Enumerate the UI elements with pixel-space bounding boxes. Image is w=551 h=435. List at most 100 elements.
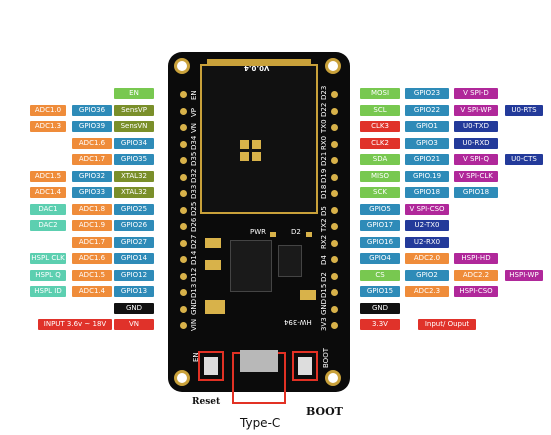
usb-c-connector xyxy=(240,350,278,372)
pin-name: D12 xyxy=(190,267,198,282)
pin-name: D22 xyxy=(320,102,328,117)
pin-label: ADC1.0 xyxy=(30,104,66,116)
voltage-regulator xyxy=(278,245,302,277)
header-pad xyxy=(331,107,338,115)
module-logo xyxy=(252,152,261,161)
pin-label: GPIO14 xyxy=(114,253,154,264)
pin-name: D5 xyxy=(320,205,328,216)
pin-label: GPIO13 xyxy=(114,286,154,297)
pwr-led xyxy=(270,232,276,237)
d2-led xyxy=(306,232,312,237)
pin-label: ADC1.9 xyxy=(72,220,112,231)
pin-label: GPIO36 xyxy=(72,104,112,116)
pin-label: ADC1.5 xyxy=(30,170,66,182)
pin-label: ADC1.4 xyxy=(72,286,112,297)
pin-label: U0-RXD xyxy=(454,137,498,149)
header-pad xyxy=(180,107,187,115)
pin-label: GPIO21 xyxy=(405,154,449,165)
pin-label: ADC2.3 xyxy=(405,286,449,297)
pin-label: U2-TX0 xyxy=(405,220,449,231)
pin-label: U0-TXD xyxy=(454,121,498,132)
header-pad xyxy=(180,305,187,313)
pin-label: GPIO12 xyxy=(114,269,154,281)
header-pad xyxy=(180,190,187,197)
pin-name: D23 xyxy=(320,85,328,100)
pin-name: VP xyxy=(190,107,198,117)
typec-caption: Type-C xyxy=(240,416,281,430)
pwr-led-label: PWR xyxy=(250,228,267,236)
pin-label: GND xyxy=(114,302,154,314)
smd-component xyxy=(205,238,221,248)
module-logo xyxy=(240,152,249,161)
pin-name: GND xyxy=(190,298,198,315)
pin-label: GPIO23 xyxy=(405,88,449,99)
board-model: HW-394 xyxy=(284,318,312,326)
pin-label: U2-RX0 xyxy=(405,236,449,248)
pin-label: XTAL32 xyxy=(114,170,154,182)
pin-label: ADC2.2 xyxy=(454,269,498,281)
pin-label: ADC2.0 xyxy=(405,253,449,264)
header-pad xyxy=(180,206,187,214)
pin-label: GPIO33 xyxy=(72,187,112,198)
pin-label: EN xyxy=(114,88,154,99)
header-pad xyxy=(180,256,187,263)
pin-label: GPIO15 xyxy=(360,286,400,297)
pin-label: ADC1.7 xyxy=(72,154,112,165)
pin-label: GPIO18 xyxy=(405,187,449,198)
pin-label: CS xyxy=(360,269,400,281)
header-pad xyxy=(331,91,338,98)
pin-name: D15 xyxy=(320,283,328,298)
header-pad xyxy=(180,157,187,164)
pin-name: D32 xyxy=(190,168,198,183)
header-pad xyxy=(331,305,338,313)
pin-label: HSPI-HD xyxy=(454,253,498,264)
pin-label: GPIO27 xyxy=(114,236,154,248)
pin-name: D4 xyxy=(320,255,328,265)
pin-label: GPIO17 xyxy=(360,220,400,231)
smd-component xyxy=(205,260,221,270)
pin-label: XTAL32 xyxy=(114,187,154,198)
pin-name: RX2 xyxy=(320,234,328,249)
en-button-highlight xyxy=(198,351,224,381)
pin-name: D21 xyxy=(320,151,328,166)
pin-label: GPIO4 xyxy=(360,253,400,264)
pin-label: GPIO2 xyxy=(405,269,449,281)
pin-label: GPIO26 xyxy=(114,220,154,231)
pin-label: GPIO39 xyxy=(72,121,112,132)
pin-name: TX0 xyxy=(320,119,328,133)
pin-label: GPIO18 xyxy=(454,187,498,198)
pin-label: GND xyxy=(360,302,400,314)
pin-label: INPUT 3.6v ~ 18V xyxy=(38,319,112,330)
pin-label: HSPL Q xyxy=(30,269,66,281)
pin-name: D26 xyxy=(190,217,198,232)
header-pad xyxy=(180,124,187,131)
pin-label: ADC1.6 xyxy=(72,137,112,149)
mount-hole-br xyxy=(325,370,341,386)
pin-label: ADC1.4 xyxy=(30,187,66,198)
pin-name: D25 xyxy=(190,201,198,216)
module-logo xyxy=(240,140,249,149)
pin-name: D18 xyxy=(320,184,328,199)
pin-label: Input/ Ouput xyxy=(418,319,476,330)
pin-label: ADC1.8 xyxy=(72,203,112,215)
pin-label: V SPI-Q xyxy=(454,154,498,165)
pin-label: SDA xyxy=(360,154,400,165)
module-logo xyxy=(252,140,261,149)
en-button-label: EN xyxy=(192,352,200,362)
header-pad xyxy=(180,173,187,181)
reset-caption: Reset xyxy=(192,397,221,407)
pin-label: HSPL ID xyxy=(30,286,66,297)
pin-label: VN xyxy=(114,319,154,330)
pin-label: HSPI-CSO xyxy=(454,286,498,297)
header-pad xyxy=(331,124,338,131)
pin-label: HSPI-WP xyxy=(505,269,543,281)
pin-name: EN xyxy=(190,90,198,100)
pin-name: VIN xyxy=(190,318,198,331)
pin-label: 3.3V xyxy=(360,319,400,330)
pin-name: D27 xyxy=(190,234,198,249)
smd-component xyxy=(205,300,225,314)
pin-label: GPIO34 xyxy=(114,137,154,149)
wroom-module xyxy=(200,64,318,214)
pin-name: 3V3 xyxy=(320,317,328,331)
